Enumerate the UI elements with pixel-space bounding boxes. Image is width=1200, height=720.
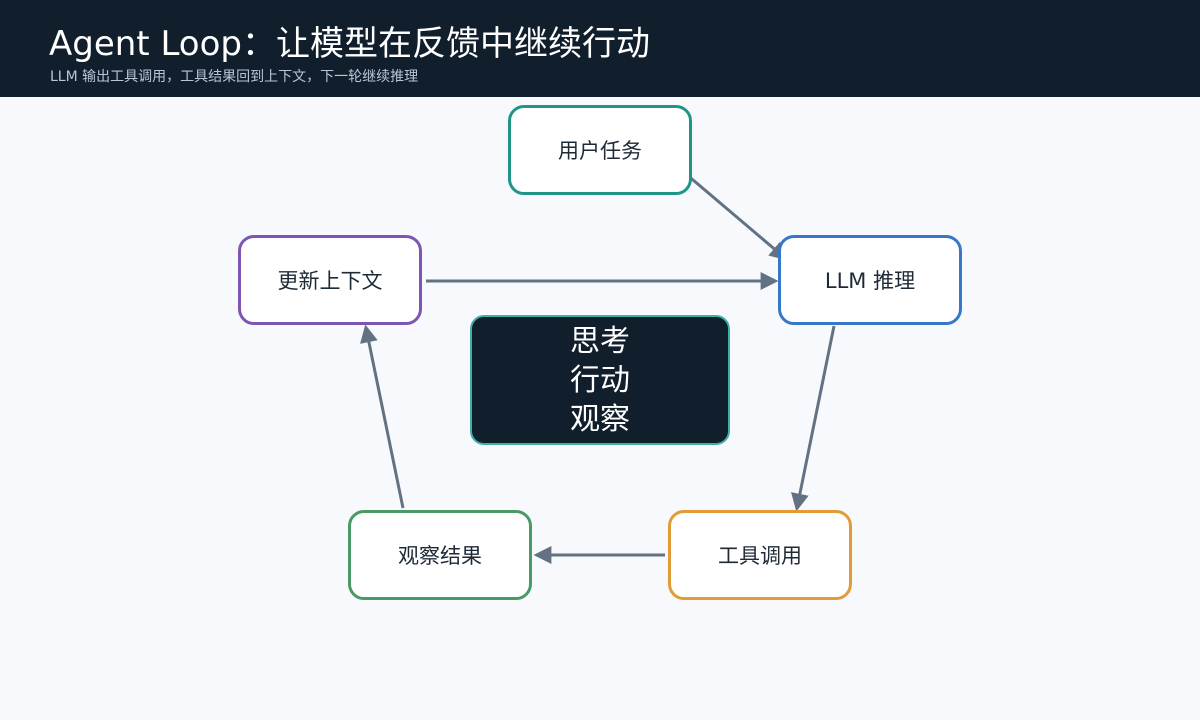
edge-observe-to-update xyxy=(360,324,405,509)
page-title: Agent Loop：让模型在反馈中继续行动 xyxy=(49,24,650,64)
center-line-act: 行动 xyxy=(570,362,630,398)
node-llm-reasoning: LLM 推理 xyxy=(778,235,962,325)
center-line-think: 思考 xyxy=(570,323,630,359)
center-loop-box: 思考 行动 观察 xyxy=(470,315,730,445)
node-tool-call-label: 工具调用 xyxy=(718,544,802,568)
node-user-task-label: 用户任务 xyxy=(558,139,642,163)
node-update-context-label: 更新上下文 xyxy=(277,269,383,293)
node-llm-reasoning-label: LLM 推理 xyxy=(824,269,916,293)
node-observe-result: 观察结果 xyxy=(348,510,532,600)
node-tool-call: 工具调用 xyxy=(668,510,852,600)
node-update-context: 更新上下文 xyxy=(238,235,422,325)
node-observe-result-label: 观察结果 xyxy=(398,544,482,568)
edge-llm-to-tool xyxy=(791,325,836,512)
header-bar: Agent Loop：让模型在反馈中继续行动 LLM 输出工具调用，工具结果回到… xyxy=(0,0,1200,97)
center-line-observe: 观察 xyxy=(570,401,630,437)
edge-task-to-llm xyxy=(685,172,788,261)
node-user-task: 用户任务 xyxy=(508,105,692,195)
page-subtitle: LLM 输出工具调用，工具结果回到上下文，下一轮继续推理 xyxy=(50,69,419,85)
